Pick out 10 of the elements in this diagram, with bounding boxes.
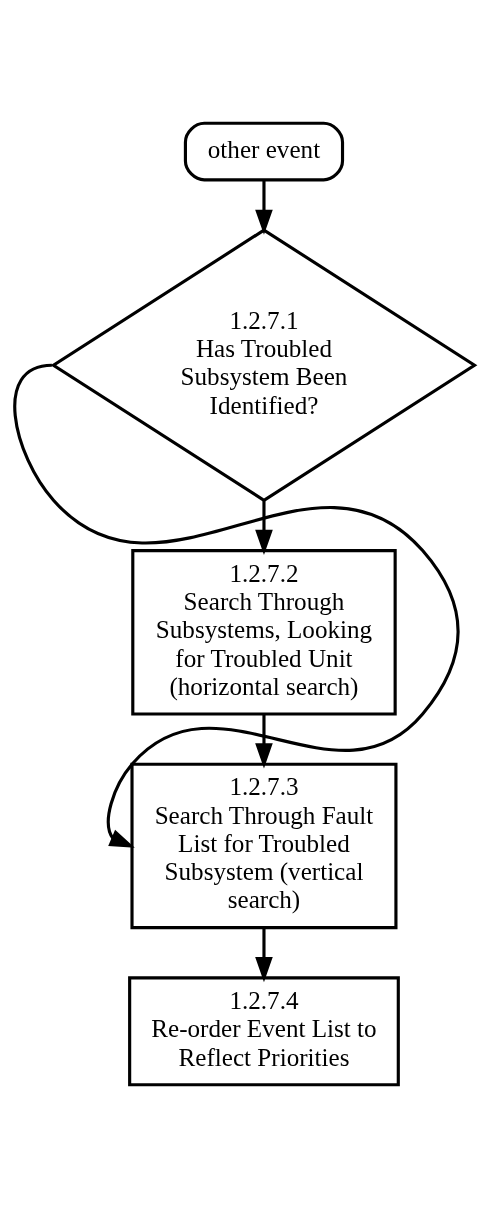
node-box: 1.2.7.2 Search Through Subsystems, Looking for Troubled Unit (horizontal search) <box>131 548 397 716</box>
arrow <box>255 179 273 235</box>
arrow <box>13 363 460 848</box>
node-diamond: 1.2.7.1 Has Troubled Subsystem Been Identified? <box>50 227 478 502</box>
arrow <box>255 713 273 768</box>
node-box: 1.2.7.3 Search Through Fault List for Troubled Subsystem (vertical search) <box>130 762 398 929</box>
node-box: other event <box>183 121 345 181</box>
arrow <box>255 500 273 555</box>
node-box: 1.2.7.4 Re-order Event List to Reflect Priorities <box>128 975 400 1086</box>
arrow <box>255 927 273 982</box>
